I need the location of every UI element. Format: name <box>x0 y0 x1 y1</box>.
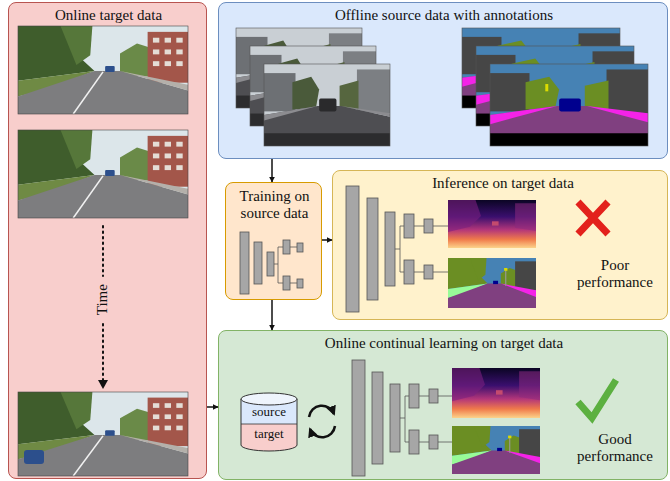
node-note: Poor performance <box>565 257 665 292</box>
axis-label: Time <box>94 275 111 325</box>
node-note: target <box>241 427 297 442</box>
node-title: Inference on target data <box>373 175 633 192</box>
flow-arrow <box>207 406 218 408</box>
node-title: Online continual learning on target data <box>219 335 669 352</box>
cylinder-lid <box>241 393 297 405</box>
node-title: source <box>241 405 297 420</box>
node-title: Offline source data with annotations <box>219 7 669 24</box>
process-box: Training on source data <box>225 182 322 300</box>
memory-buffer: source target <box>241 393 297 451</box>
cylinder-outline <box>241 399 297 451</box>
flow-arrow <box>271 159 273 182</box>
cylinder-bottom <box>241 424 297 451</box>
node-title: Training on source data <box>230 188 319 223</box>
cylinder-divider <box>241 424 297 425</box>
node-title: Online target data <box>9 7 208 24</box>
flow-arrow <box>322 239 332 241</box>
flow-arrow <box>271 300 273 330</box>
cylinder-shape <box>241 393 297 451</box>
node-note: Good performance <box>565 431 665 466</box>
